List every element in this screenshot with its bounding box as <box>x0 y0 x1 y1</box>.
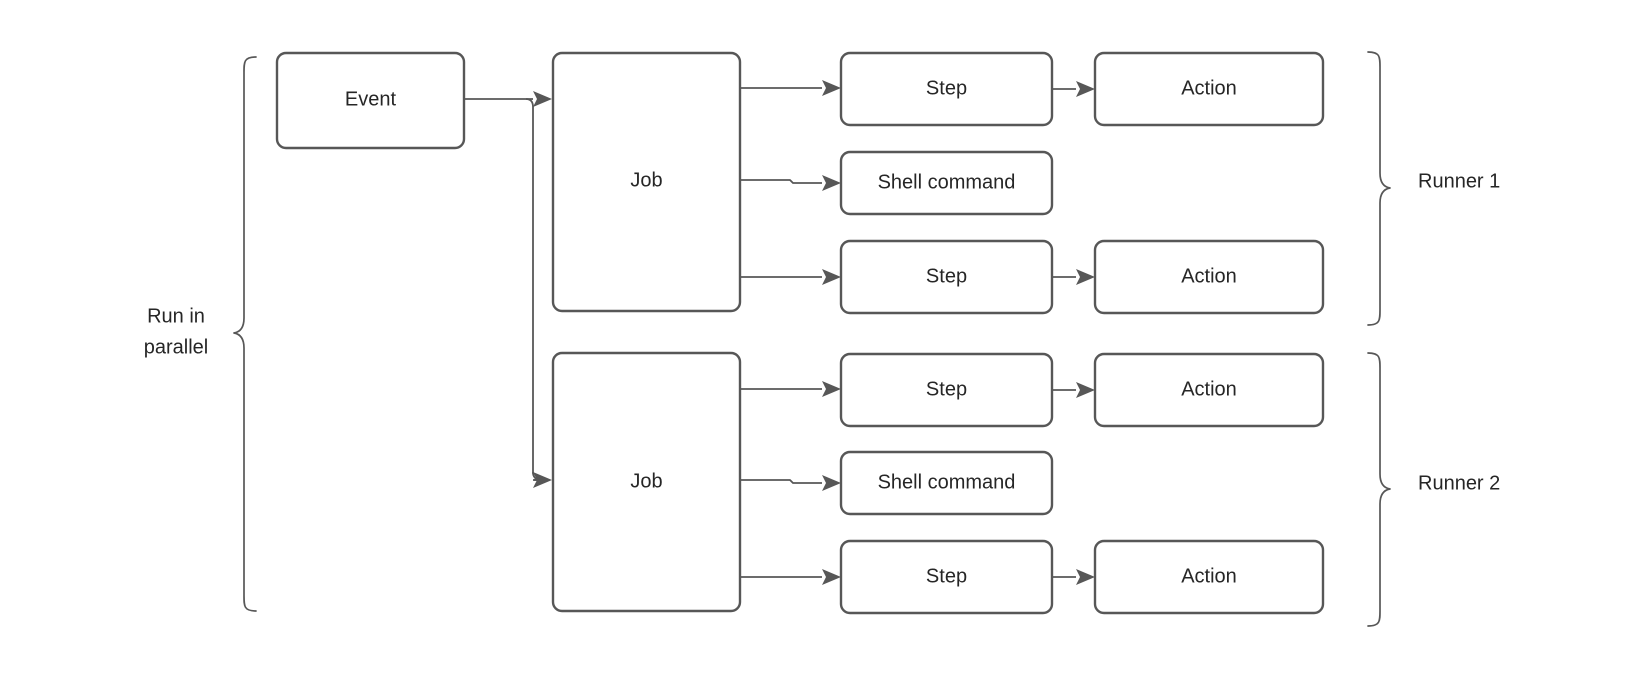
runner-1-label: Runner 1 <box>1418 170 1500 192</box>
runner-2-group: Runner 2 <box>1367 352 1500 627</box>
node-job-1[interactable]: Job <box>551 51 742 313</box>
runner-1-brace-icon <box>1367 51 1391 326</box>
node-runner2-action-1-box[interactable] <box>1093 352 1325 428</box>
node-runner2-step-1-label: Step <box>926 378 967 400</box>
node-job-1-box[interactable] <box>551 51 742 313</box>
node-runner2-action-2[interactable]: Action <box>1093 539 1325 615</box>
arrow-head-step2-to-action2 <box>1076 269 1095 285</box>
arrow-head-job2-to-step3 <box>822 381 841 397</box>
arrow-head-job2-to-shell2 <box>822 475 841 491</box>
node-runner1-action-2-box[interactable] <box>1093 239 1325 315</box>
node-runner1-action-1-box[interactable] <box>1093 51 1325 127</box>
arrow-head-step3-to-action3 <box>1076 382 1095 398</box>
runner-1-group: Runner 1 <box>1367 51 1500 326</box>
node-runner2-step-1-box[interactable] <box>839 352 1054 428</box>
node-runner2-shell-command-label: Shell command <box>878 471 1016 493</box>
run-in-parallel-group: Run in parallel <box>144 56 257 612</box>
node-runner1-step-2[interactable]: Step <box>839 239 1054 315</box>
edge-job1-to-shell <box>740 179 822 184</box>
run-in-parallel-label-line2: parallel <box>144 336 208 358</box>
node-job-1-label: Job <box>630 169 662 191</box>
node-event-box[interactable] <box>275 51 466 150</box>
node-runner2-step-2[interactable]: Step <box>839 539 1054 615</box>
node-runner2-shell-command[interactable]: Shell command <box>839 450 1054 516</box>
runner-2-label: Runner 2 <box>1418 472 1500 494</box>
arrow-head-job1-to-shell <box>822 175 841 191</box>
edge-event-to-job2 <box>525 98 542 481</box>
node-runner1-step-1[interactable]: Step <box>839 51 1054 127</box>
node-runner1-step-2-box[interactable] <box>839 239 1054 315</box>
arrow-head-step1-to-action1 <box>1076 81 1095 97</box>
arrow-head-job1-to-step2 <box>822 269 841 285</box>
node-runner1-shell-command[interactable]: Shell command <box>839 150 1054 216</box>
node-runner1-action-2-label: Action <box>1181 265 1237 287</box>
node-runner1-step-1-box[interactable] <box>839 51 1054 127</box>
node-runner1-shell-command-box[interactable] <box>839 150 1054 216</box>
node-job-2[interactable]: Job <box>551 351 742 613</box>
node-runner2-action-2-label: Action <box>1181 565 1237 587</box>
node-job-2-box[interactable] <box>551 351 742 613</box>
node-runner2-action-1-label: Action <box>1181 378 1237 400</box>
arrow-head-job2-to-step4 <box>822 569 841 585</box>
run-in-parallel-label-line1: Run in <box>147 305 205 327</box>
node-runner2-step-2-label: Step <box>926 565 967 587</box>
arrow-head-step4-to-action4 <box>1076 569 1095 585</box>
edge-job2-to-shell2 <box>740 479 822 484</box>
node-event-label: Event <box>345 88 397 110</box>
node-runner2-action-1[interactable]: Action <box>1093 352 1325 428</box>
nodes-layer: Event Job Job Step Action <box>275 51 1325 615</box>
node-runner2-step-1[interactable]: Step <box>839 352 1054 428</box>
node-runner1-step-2-label: Step <box>926 265 967 287</box>
node-runner1-shell-command-label: Shell command <box>878 171 1016 193</box>
arrow-head-event-to-job2 <box>533 472 552 488</box>
node-runner1-action-1-label: Action <box>1181 77 1237 99</box>
node-runner2-shell-command-box[interactable] <box>839 450 1054 516</box>
node-event[interactable]: Event <box>275 51 466 150</box>
node-runner2-action-2-box[interactable] <box>1093 539 1325 615</box>
arrow-head-event-to-job1 <box>533 91 552 107</box>
node-runner1-action-2[interactable]: Action <box>1093 239 1325 315</box>
arrow-head-job1-to-step1 <box>822 80 841 96</box>
runner-2-brace-icon <box>1367 352 1391 627</box>
node-runner1-step-1-label: Step <box>926 77 967 99</box>
left-brace-icon <box>233 56 257 612</box>
node-runner1-action-1[interactable]: Action <box>1093 51 1325 127</box>
connectors-layer <box>464 80 1095 585</box>
node-runner2-step-2-box[interactable] <box>839 539 1054 615</box>
node-job-2-label: Job <box>630 470 662 492</box>
